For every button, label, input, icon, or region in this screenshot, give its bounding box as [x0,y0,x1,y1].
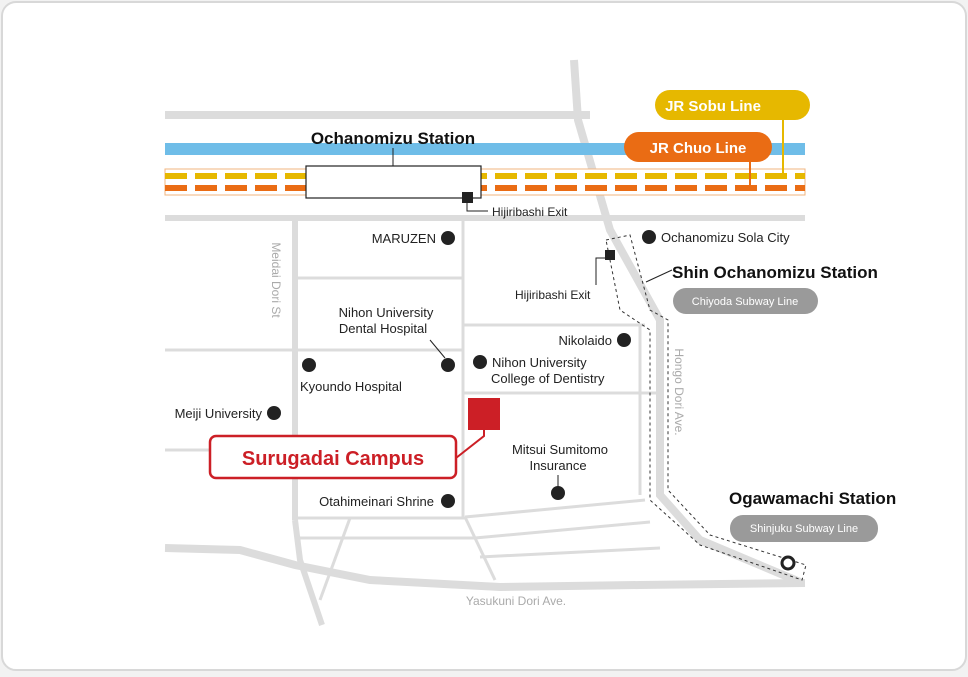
leader-line [595,257,606,285]
track-bed [164,168,806,196]
nihon-dental-label-line2: Dental Hospital [339,321,427,336]
ogawamachi-station-marker [780,555,796,571]
sola-city-marker [642,230,656,244]
meiji-marker [267,406,281,420]
road [479,546,661,559]
yasukuni-dori-label: Yasukuni Dori Ave. [466,594,566,608]
ochanomizu-station-building [305,165,482,199]
meiji-label: Meiji University [175,406,263,421]
chiyoda-line-badge [673,288,818,314]
nihon-dental-marker [441,358,455,372]
leader-line [645,269,673,283]
leader-line [429,339,446,359]
hijiribashi-subway-exit-marker [605,250,615,260]
road [464,498,646,519]
road [318,517,352,601]
jr-chuo-label: JR Chuo Line [650,140,747,157]
ogawamachi-station-label: Ogawamachi Station [729,489,896,508]
jr-chuo-badge [624,132,772,162]
jr-tracks [164,168,806,196]
chiyoda-line-label: Chiyoda Subway Line [692,296,798,308]
hijiribashi-exit-label: Hijiribashi Exit [492,205,568,219]
jr-sobu-badge [655,90,810,120]
road-hongo [570,59,802,586]
kyoundo-label: Kyoundo Hospital [300,379,402,394]
nikolaido-label: Nikolaido [559,333,612,348]
subway-outline [605,234,807,581]
hongo-dori-label: Hongo Dori Ave. [672,348,686,435]
nikolaido-marker [617,333,631,347]
road-yasukuni [164,544,806,592]
road-network [164,59,806,626]
road [292,519,325,626]
mitsui-label-line1: Mitsui Sumitomo [512,442,608,457]
surugadai-campus-label: Surugadai Campus [242,448,424,470]
shinjuku-line-badge [730,515,878,542]
kyoundo-marker [302,358,316,372]
surugadai-campus-marker [468,398,500,430]
shin-ochanomizu-station-label: Shin Ochanomizu Station [672,263,878,282]
campus-leader-line [455,430,485,459]
mitsui-label-line2: Insurance [529,458,586,473]
leader-line [466,203,488,212]
nihon-college-label-line2: College of Dentistry [491,371,605,386]
otahime-label: Otahimeinari Shrine [319,494,434,509]
road [474,520,651,540]
maruzen-label: MARUZEN [372,231,436,246]
nihon-college-marker [473,355,487,369]
meidai-dori-label: Meidai Dori St [269,242,283,318]
shinjuku-line-label: Shinjuku Subway Line [750,523,858,535]
nihon-dental-label-line1: Nihon University [339,305,434,320]
nihon-college-label-line1: Nihon University [492,355,587,370]
road [463,516,497,581]
sola-city-label: Ochanomizu Sola City [661,230,790,245]
hijiribashi-exit-marker [462,192,473,203]
maruzen-marker [441,231,455,245]
surugadai-campus-callout [208,434,458,480]
jr-sobu-label: JR Sobu Line [665,98,761,115]
ochanomizu-station-label: Ochanomizu Station [311,129,475,148]
otahime-marker [441,494,455,508]
mitsui-marker [551,486,565,500]
hijiribashi-subway-exit-label: Hijiribashi Exit [515,288,591,302]
